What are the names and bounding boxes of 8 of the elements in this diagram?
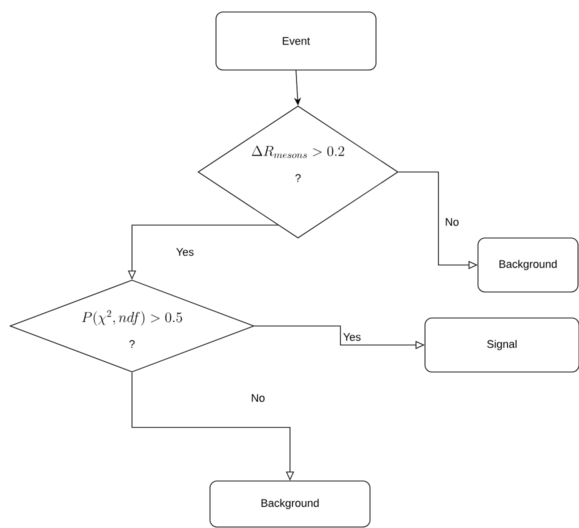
process-box: Background (478, 238, 578, 292)
edge-label: Yes (175, 247, 195, 257)
edge-label: Yes (342, 332, 362, 342)
edge-label: No (250, 393, 266, 403)
process-box: Background (210, 480, 370, 528)
process-box: Event (216, 12, 376, 70)
process-box: Signal (424, 318, 579, 372)
edge-label: No (444, 217, 460, 227)
